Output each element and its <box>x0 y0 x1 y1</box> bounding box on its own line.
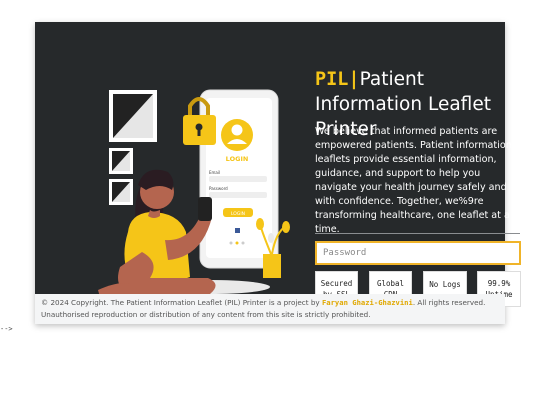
illustration: LOGIN Email Password LOGIN <box>98 89 290 297</box>
page-title: PIL|Patient Information Leaflet Printer <box>315 67 530 142</box>
stray-comment-text: --> <box>0 325 13 333</box>
footer-notice: Unauthorised reproduction or distributio… <box>41 310 371 319</box>
footer-prefix: © 2024 Copyright. The Patient Informatio… <box>41 298 322 307</box>
frame-large <box>109 90 157 142</box>
title-text: Patient Information Leaflet Printer <box>315 69 491 140</box>
phone-email-label: Email <box>209 170 220 175</box>
frame-small-2 <box>109 179 133 205</box>
footer-author: Faryan Ghazi-Ghazvini <box>321 298 413 307</box>
woman <box>98 169 216 297</box>
footer: © 2024 Copyright. The Patient Informatio… <box>35 294 505 324</box>
phone-login-button-label: LOGIN <box>231 211 245 217</box>
frame-small-1 <box>109 148 133 174</box>
plant <box>256 218 290 278</box>
brand-mark: PIL| <box>315 69 360 90</box>
footer-copyright: © 2024 Copyright. The Patient Informatio… <box>41 297 499 309</box>
padlock-icon <box>183 97 216 145</box>
login-card: LOGIN Email Password LOGIN <box>35 22 521 324</box>
divider <box>315 233 520 234</box>
description-text: We believe that informed patients are em… <box>315 126 512 235</box>
footer-suffix: . All rights reserved. <box>412 298 486 307</box>
password-input[interactable] <box>315 241 521 265</box>
phone-header-label: LOGIN <box>226 155 249 163</box>
phone: LOGIN Email Password LOGIN <box>199 89 279 269</box>
phone-password-label: Password <box>209 186 228 191</box>
